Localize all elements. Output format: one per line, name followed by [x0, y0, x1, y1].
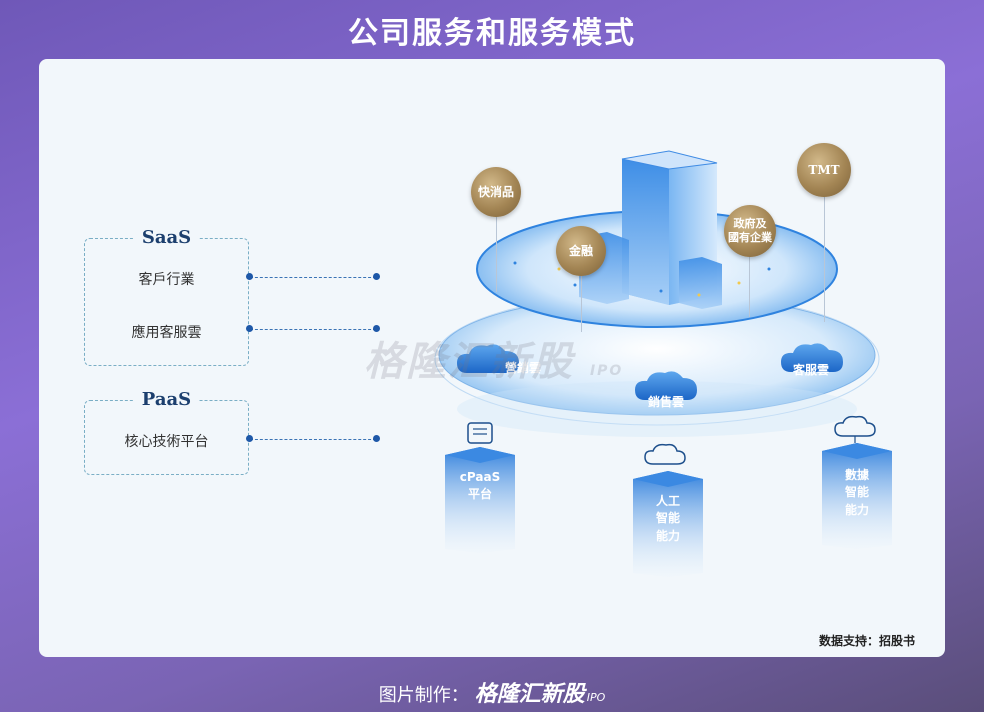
industry-stem — [496, 214, 497, 292]
saas-title: SaaS — [133, 227, 200, 248]
watermark: 格隆汇新股 IPO — [364, 329, 623, 387]
paas-item-core-platform: 核心技術平台 — [124, 434, 209, 450]
saas-item-service-cloud: 應用客服雲 — [131, 325, 202, 341]
industry-stem — [824, 192, 825, 322]
platform-illustration — [434, 150, 892, 577]
connector-dot — [246, 435, 253, 442]
connector-dot — [246, 273, 253, 280]
page-title: 公司服务和服务模式 — [348, 16, 636, 51]
footer-brand-logo: 格隆汇新股 — [474, 682, 585, 707]
source-note: 数据支持：招股书 — [818, 634, 915, 648]
paas-box: PaaS 核心技術平台 — [84, 389, 249, 475]
footer-brand-sub: IPO — [586, 691, 606, 704]
pillar-ai: 人工 智能 能力 — [655, 494, 680, 543]
pillar-data: 數據 智能 能力 — [844, 468, 869, 517]
diagram-card: SaaS 客戶行業 應用客服雲 PaaS 核心技術平台 — [39, 59, 945, 657]
industry-finance: 金融 — [556, 226, 606, 276]
watermark-text: 格隆汇新股 — [364, 339, 574, 385]
pillar-cpaas: cPaaS 平台 — [459, 470, 501, 502]
industry-fmcg: 快消品 — [471, 167, 521, 217]
footer-prefix: 图片制作： — [378, 685, 469, 706]
industry-stem — [749, 255, 750, 317]
saas-box: SaaS 客戶行業 應用客服雲 — [84, 227, 249, 366]
connector-dot — [373, 273, 380, 280]
saas-item-industry: 客戶行業 — [138, 272, 195, 288]
connector-dot — [246, 325, 253, 332]
industry-tmt: TMT — [797, 143, 851, 197]
industry-stem — [581, 272, 582, 332]
industry-government: 政府及 國有企業 — [724, 205, 776, 257]
connector-line — [250, 439, 376, 440]
connector-line — [250, 277, 376, 278]
paas-title: PaaS — [133, 389, 200, 410]
connector-dot — [373, 325, 380, 332]
connector-dot — [373, 435, 380, 442]
cloud-marketing: 營銷雲 — [505, 361, 542, 375]
connector-line — [250, 329, 376, 330]
cloud-service: 客服雲 — [793, 363, 830, 377]
cloud-sales: 銷售雲 — [648, 395, 685, 409]
watermark-sub: IPO — [589, 363, 624, 379]
